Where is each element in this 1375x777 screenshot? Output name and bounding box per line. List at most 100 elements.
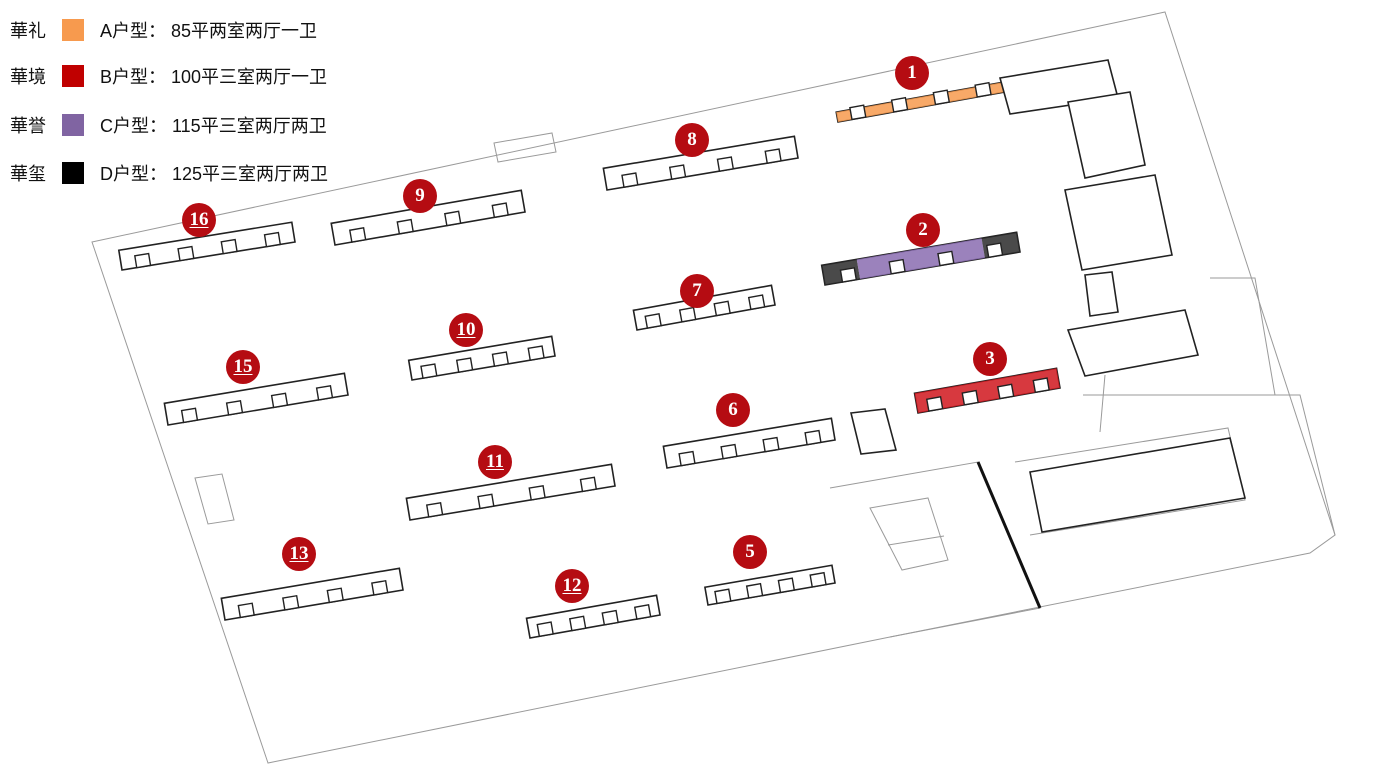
building-marker-1[interactable]: 1 [895, 56, 929, 90]
stair-core [528, 484, 546, 501]
stair-core [177, 245, 195, 262]
building-number: 3 [985, 348, 995, 369]
building-number: 5 [745, 541, 755, 562]
stair-core [425, 501, 444, 518]
series-name: 華礼 [10, 21, 46, 41]
stair-core [804, 429, 822, 446]
building-marker-3[interactable]: 3 [973, 342, 1007, 376]
stair-core [270, 392, 289, 409]
building-11 [405, 463, 616, 521]
unit-type-description: C户型： 115平三室两厅两卫 [100, 116, 327, 136]
stair-core [491, 351, 510, 367]
stair-core [809, 571, 827, 588]
stair-core [996, 383, 1015, 400]
unit-type-description: A户型： 85平两室两厅一卫 [100, 21, 318, 41]
series-name: 華境 [10, 67, 46, 87]
building-marker-6[interactable]: 6 [716, 393, 750, 427]
stair-core [668, 164, 687, 180]
building-number: 12 [562, 575, 582, 596]
building-number: 10 [456, 319, 476, 340]
site-boundary [91, 11, 1336, 764]
stair-core [263, 231, 282, 248]
building-marker-13[interactable]: 13 [282, 537, 316, 571]
divider-line [976, 461, 1042, 609]
building-5 [704, 564, 836, 606]
stair-core [961, 389, 979, 406]
stair-core [443, 210, 462, 227]
unit-fill-B [914, 368, 1060, 413]
site-lines [194, 132, 1336, 638]
stair-core [678, 450, 696, 467]
building-marker-10[interactable]: 10 [449, 313, 483, 347]
stair-core [220, 238, 238, 255]
stair-core [713, 300, 731, 317]
stair-core [839, 267, 858, 283]
stair-core [644, 313, 662, 329]
building-number: 13 [289, 543, 309, 564]
building-marker-11[interactable]: 11 [478, 445, 512, 479]
legend: 華礼 A户型： 85平两室两厅一卫 華境 B户型： 100平三室两厅一卫 華誉 … [0, 0, 380, 200]
building-10 [407, 335, 556, 381]
building-marker-9[interactable]: 9 [403, 179, 437, 213]
building-7 [632, 284, 776, 331]
stair-core [225, 399, 244, 416]
color-swatch [62, 19, 84, 41]
stair-core [396, 218, 414, 235]
unit-type-description: B户型： 100平三室两厅一卫 [100, 67, 328, 87]
stair-core [621, 172, 639, 188]
stair-core [678, 306, 697, 323]
building-15 [163, 372, 349, 426]
stair-core [326, 587, 344, 604]
building-marker-7[interactable]: 7 [680, 274, 714, 308]
auxiliary-buildings [850, 59, 1246, 533]
stair-core [491, 202, 509, 219]
building-footprints [117, 81, 1061, 639]
stair-core [888, 258, 906, 275]
stair-core [1032, 377, 1050, 394]
stair-core [745, 582, 764, 599]
building-3 [913, 367, 1061, 414]
building-marker-16[interactable]: 16 [182, 203, 216, 237]
building-2 [820, 231, 1021, 286]
unit-type-description: D户型： 125平三室两厅两卫 [100, 164, 329, 184]
building-number: 8 [687, 129, 697, 150]
stair-core [601, 609, 619, 626]
legend-item-b: 華境 B户型： 100平三室两厅一卫 [10, 63, 327, 89]
building-marker-15[interactable]: 15 [226, 350, 260, 384]
stair-core [849, 104, 867, 121]
stair-core [985, 242, 1004, 259]
unit-fill-A [836, 82, 1005, 122]
stair-core [925, 396, 944, 412]
series-name: 華誉 [10, 116, 46, 136]
stair-core [568, 615, 587, 632]
building-12 [525, 594, 661, 639]
stair-core [932, 89, 951, 106]
building-marker-12[interactable]: 12 [555, 569, 589, 603]
stair-core [633, 604, 652, 620]
stair-core [777, 577, 796, 594]
color-swatch [62, 162, 84, 184]
stair-core [348, 227, 367, 243]
legend-item-a: 華礼 A户型： 85平两室两厅一卫 [10, 17, 317, 43]
unit-fill-C [856, 238, 985, 280]
building-marker-2[interactable]: 2 [906, 213, 940, 247]
building-number: 2 [918, 219, 928, 240]
legend-item-d: 華玺 D户型： 125平三室两厅两卫 [10, 160, 328, 186]
stair-core [371, 579, 389, 596]
stair-core [180, 407, 199, 424]
stair-core [747, 294, 766, 311]
stair-core [133, 252, 152, 269]
stair-core [890, 96, 909, 113]
stair-core [237, 602, 255, 619]
legend-item-c: 華誉 C户型： 115平三室两厅两卫 [10, 112, 327, 138]
building-number: 6 [728, 399, 738, 420]
building-number: 1 [907, 62, 917, 83]
building-marker-8[interactable]: 8 [675, 123, 709, 157]
building-marker-5[interactable]: 5 [733, 535, 767, 569]
stair-core [455, 357, 474, 373]
building-number: 7 [692, 280, 702, 301]
series-name: 華玺 [10, 164, 46, 184]
building-number: 16 [189, 209, 209, 230]
stair-core [764, 148, 782, 164]
building-number: 9 [415, 185, 425, 206]
